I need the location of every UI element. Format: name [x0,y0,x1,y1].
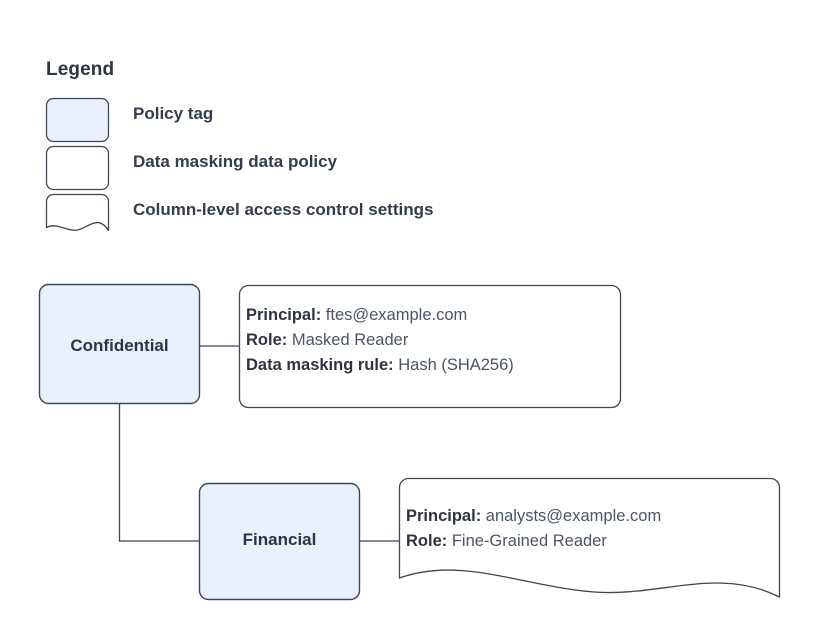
node-label-confidential: Confidential [70,336,169,355]
masking-policy-rule-label: Data masking rule: [246,356,394,374]
column-policy-role-label: Role: [406,532,448,550]
column-policy-principal-label: Principal: [406,507,482,525]
legend-swatch-column-level-settings [45,193,110,232]
column-policy-principal-value: analysts@example.com [485,507,662,525]
box-data-masking-policy[interactable] [238,284,622,409]
legend-title: Legend [46,59,115,80]
masking-policy-role-value: Masked Reader [291,331,409,349]
masking-policy-role-label: Role: [246,331,288,349]
box-column-level-settings[interactable] [398,477,781,598]
masking-policy-principal-value: ftes@example.com [325,306,468,324]
column-policy-role-value: Fine-Grained Reader [451,532,607,550]
column-policy-role-line: Role: Fine-Grained Reader [406,529,661,554]
column-policy-principal-line: Principal: analysts@example.com [406,504,661,529]
legend-label-policy-tag: Policy tag [133,104,214,123]
masking-policy-content: Principal: ftes@example.com Role: Masked… [246,303,514,378]
legend-label-column-level-settings: Column-level access control settings [133,200,434,219]
masking-policy-principal-label: Principal: [246,306,322,324]
legend-label-data-masking-policy: Data masking data policy [133,152,338,171]
legend-swatch-data-masking-policy [45,145,110,191]
masking-policy-rule-line: Data masking rule: Hash (SHA256) [246,353,514,378]
node-confidential[interactable] [38,283,201,405]
masking-policy-role-line: Role: Masked Reader [246,328,514,353]
legend-swatch-policy-tag [45,97,110,143]
node-financial[interactable] [198,482,361,601]
masking-policy-rule-value: Hash (SHA256) [398,356,514,374]
masking-policy-principal-line: Principal: ftes@example.com [246,303,514,328]
column-policy-content: Principal: analysts@example.com Role: Fi… [406,504,661,554]
node-label-financial: Financial [242,530,317,549]
connector-confidential-to-financial [118,404,199,542]
